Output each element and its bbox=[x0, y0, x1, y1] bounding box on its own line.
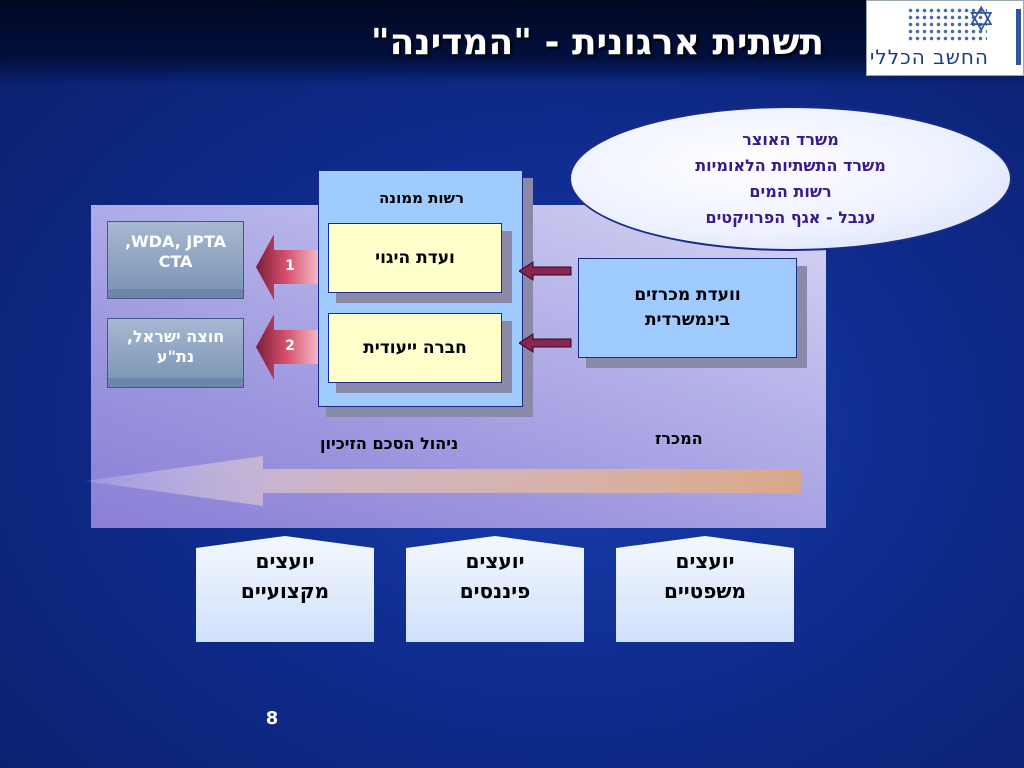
committee-line-2: בינמשרדית bbox=[644, 310, 731, 330]
government-bodies-oval: משרד האוצר משרד התשתיות הלאומיות רשות המ… bbox=[569, 106, 1012, 251]
page-number: 8 bbox=[265, 708, 279, 729]
tender-committee-box: וועדת מכרזים בינמשרדית bbox=[578, 258, 797, 358]
connector-arrow-1 bbox=[519, 261, 572, 281]
oval-line-4: ענבל - אגף הפרויקטים bbox=[705, 207, 876, 227]
committee-line-1: וועדת מכרזים bbox=[634, 285, 741, 305]
logo: ✡ החשב הכללי bbox=[866, 0, 1024, 76]
logo-bar bbox=[1016, 9, 1021, 65]
consulting-company-box: חברה ייעודית bbox=[328, 313, 502, 383]
advisor-3-line-2: משפטיים bbox=[663, 579, 747, 603]
timeline-arrow bbox=[85, 456, 801, 506]
advisor-2-line-2: פיננסים bbox=[459, 579, 531, 603]
logo-dots-pattern bbox=[907, 7, 987, 41]
advisor-legal: יועצים משפטיים bbox=[616, 536, 794, 642]
oval-line-3: רשות המים bbox=[749, 181, 832, 201]
party-2-line-1: חוצה ישראל, bbox=[126, 327, 225, 346]
tender-label: המכרז bbox=[655, 429, 703, 448]
party-box-1: WDA, JPTA, CTA bbox=[107, 221, 244, 299]
party-number-2: 2 bbox=[285, 338, 295, 354]
advisor-3-line-1: יועצים bbox=[675, 549, 735, 573]
party-box-2-base bbox=[107, 378, 244, 388]
party-box-1-base bbox=[107, 289, 244, 299]
steering-committee-box: ועדת היגוי bbox=[328, 223, 502, 293]
side-arrow-2 bbox=[256, 314, 318, 380]
authority-label: רשות ממונה bbox=[379, 189, 464, 207]
party-1-line-2: CTA bbox=[158, 252, 193, 271]
star-of-david-logo-icon: ✡ bbox=[967, 0, 996, 40]
advisor-professional: יועצים מקצועיים bbox=[196, 536, 374, 642]
advisor-1-line-2: מקצועיים bbox=[240, 579, 330, 603]
party-2-line-2: נת"ע bbox=[156, 347, 195, 366]
party-box-2: חוצה ישראל, נת"ע bbox=[107, 318, 244, 388]
side-arrow-1 bbox=[256, 234, 318, 300]
advisor-shape-2 bbox=[406, 536, 584, 642]
logo-text: החשב הכללי bbox=[869, 45, 989, 69]
party-1-line-1: WDA, JPTA, bbox=[124, 232, 227, 251]
advisor-shape-1 bbox=[196, 536, 374, 642]
advisor-financial: יועצים פיננסים bbox=[406, 536, 584, 642]
slide-title: תשתית ארגונית - "המדינה" bbox=[370, 22, 824, 63]
title-band bbox=[0, 0, 1024, 85]
oval-line-2: משרד התשתיות הלאומיות bbox=[695, 155, 886, 175]
advisor-2-line-1: יועצים bbox=[465, 549, 525, 573]
oval-line-1: משרד האוצר bbox=[742, 129, 839, 149]
advisor-1-line-1: יועצים bbox=[255, 549, 315, 573]
party-number-1: 1 bbox=[285, 258, 295, 274]
connector-arrow-2 bbox=[519, 333, 572, 353]
concession-management-label: ניהול הסכם הזיכיון bbox=[320, 434, 459, 453]
advisor-shape-3 bbox=[616, 536, 794, 642]
